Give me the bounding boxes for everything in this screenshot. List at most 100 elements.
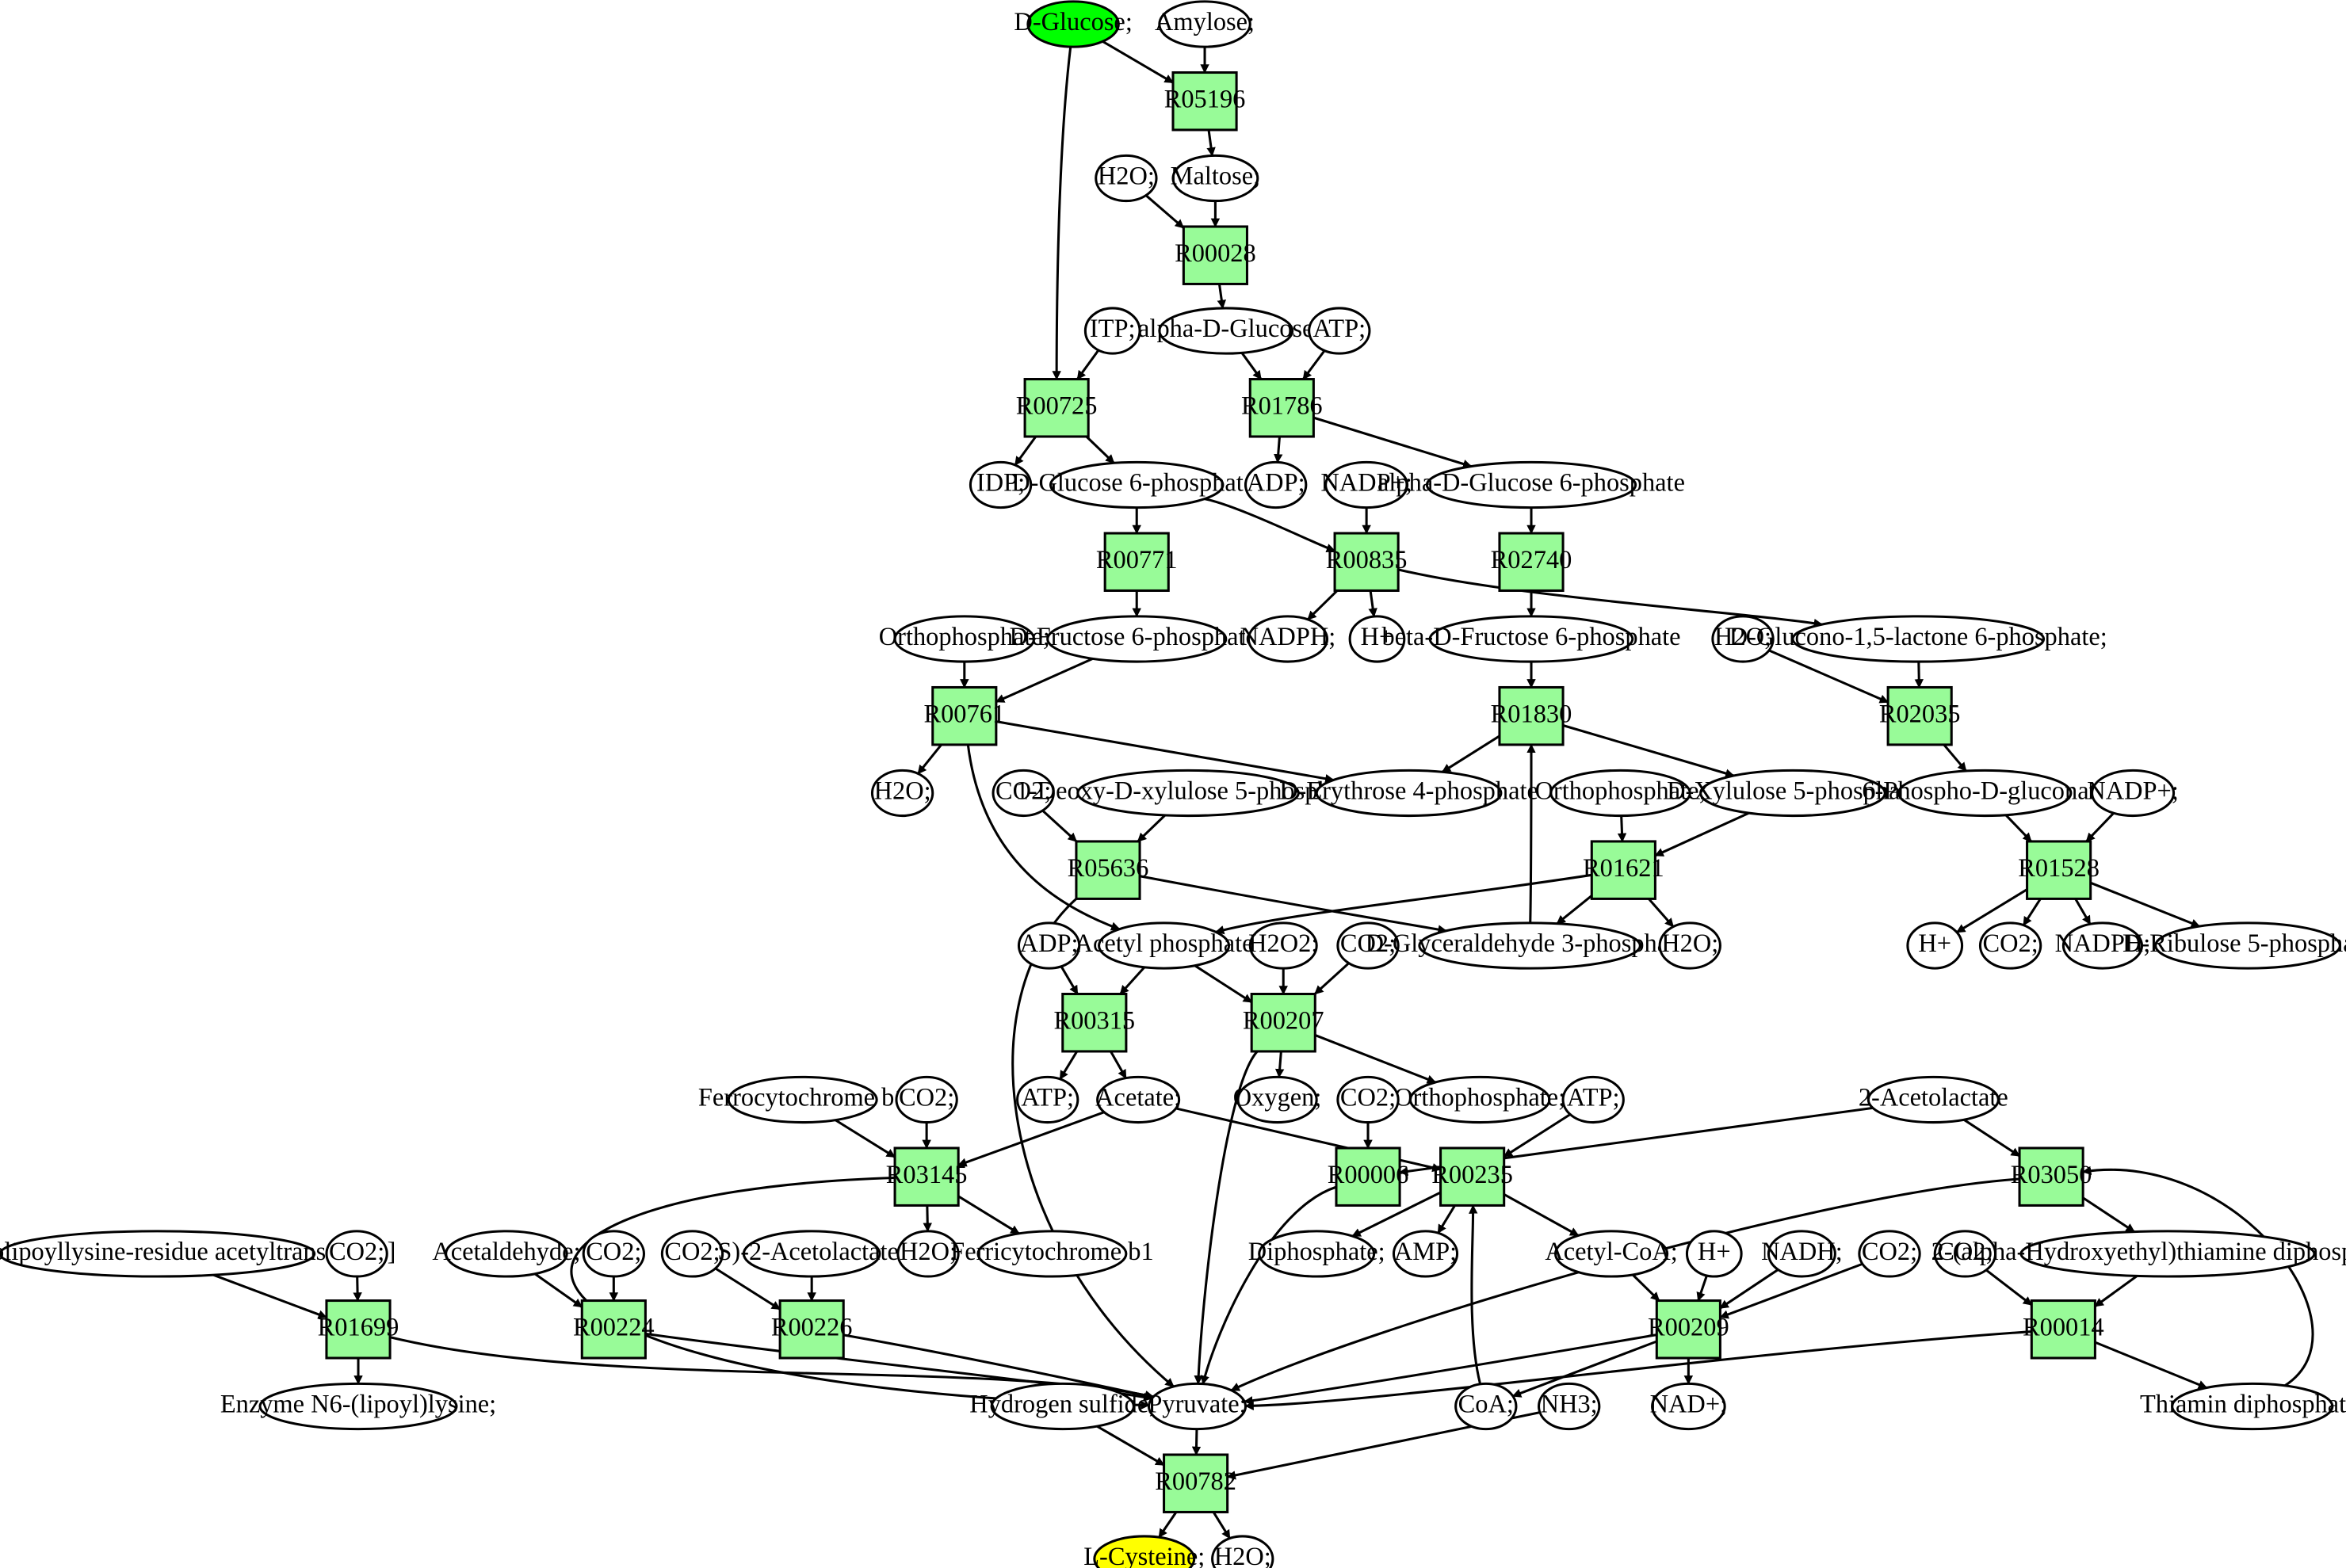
metabolite-node-co2_b: CO2; <box>1336 921 1400 970</box>
reaction-node-R00771: R00771 <box>1096 532 1178 592</box>
node-label: D-Erythrose 4-phosphate <box>1279 777 1538 806</box>
reaction-box <box>1248 378 1315 438</box>
reaction-box <box>1335 1146 1401 1207</box>
metabolite-ellipse <box>1096 1075 1181 1124</box>
reaction-node-R03145: R03145 <box>886 1146 967 1207</box>
node-label: Thiamin diphosphate; <box>2140 1391 2346 1419</box>
edge-itp-to-R00725 <box>1076 349 1100 380</box>
metabolite-node-atp_c: ATP; <box>1561 1075 1625 1124</box>
metabolite-node-glucose: D-Glucose; <box>1014 0 1133 48</box>
reaction-node-R02740: R02740 <box>1491 532 1572 592</box>
node-label: ATP; <box>1021 1084 1074 1112</box>
metabolite-node-itp: ITP; <box>1083 307 1141 355</box>
edge-R05636-to-pyruvate <box>1011 898 1175 1388</box>
edge-R01621-to-acetylp <box>1214 873 1592 935</box>
metabolite-node-hplus_c: H+ <box>1685 1230 1743 1278</box>
metabolite-node-h2o_d: H2O; <box>1658 921 1721 970</box>
metabolite-ellipse <box>1454 1382 1518 1431</box>
metabolite-ellipse <box>1083 307 1141 355</box>
edge-dg6p-to-R00835 <box>1204 498 1336 553</box>
metabolite-node-dr5p: D-Ribulose 5-phosphate <box>2122 921 2346 970</box>
metabolite-ellipse <box>1428 615 1634 663</box>
reaction-box <box>2026 840 2092 900</box>
node-label: R01699 <box>318 1313 399 1341</box>
node-label: CO2; <box>1862 1238 1917 1266</box>
node-label: Oxygen; <box>1233 1084 1322 1112</box>
metabolite-node-hplus_a: H+ <box>1348 615 1406 663</box>
metabolite-ellipse <box>1171 154 1259 203</box>
metabolite-ellipse <box>1858 1230 1921 1278</box>
edge-acetylp-to-R00207 <box>1194 964 1253 1004</box>
edge-R05636-to-dg3p <box>1139 875 1447 934</box>
metabolite-node-pyruvate: Pyruvate; <box>1147 1382 1248 1431</box>
edge-R00725-to-dg6p <box>1085 435 1115 464</box>
metabolite-node-pgluconate: 6-Phospho-D-gluconate <box>1862 769 2107 818</box>
metabolite-node-orthop_a: Orthophosphate; <box>879 615 1050 663</box>
edge-R00209-to-coa <box>1511 1340 1657 1398</box>
node-label: R05196 <box>1164 85 1246 113</box>
edge-hethyltdp-to-R00014 <box>2094 1275 2138 1307</box>
metabolite-node-co2_g: CO2; <box>582 1230 645 1278</box>
node-label: R00209 <box>1648 1313 1729 1341</box>
metabolite-node-adp_b: ADP; <box>1017 921 1081 970</box>
edge-co2_f-to-R01699 <box>353 1276 362 1302</box>
edge-R00207-to-pyruvate <box>1194 1050 1259 1385</box>
reaction-box <box>1061 992 1128 1053</box>
edge-R00235-to-acetylcoa <box>1503 1193 1580 1237</box>
node-label: alpha-D-Glucose 6-phosphate <box>1377 469 1685 498</box>
metabolite-node-ferrocyt: Ferrocytochrome b1 <box>698 1075 907 1124</box>
reaction-box <box>931 685 998 746</box>
metabolite-node-co2_j: CO2; <box>1933 1230 1997 1278</box>
reaction-box <box>1886 685 1953 746</box>
edge-glucose-to-R05196 <box>1102 40 1174 84</box>
edge-dihydrolip-to-R01699 <box>212 1273 328 1319</box>
node-label: Orthophosphate; <box>879 623 1050 651</box>
node-label: alpha-D-Glucose <box>1138 315 1313 343</box>
node-label: NADP+; <box>2087 777 2179 806</box>
metabolite-ellipse <box>1933 1230 1997 1278</box>
edge-R00006-to-pyruvate <box>1200 1185 1337 1385</box>
metabolite-ellipse <box>1049 460 1225 509</box>
node-label: H2O; <box>1714 623 1771 651</box>
metabolite-node-dg6p: D-Glucose 6-phosphate; <box>1011 460 1262 509</box>
edge-dx5p-to-R01621 <box>1654 811 1750 857</box>
edge-R00014-to-tdp <box>2094 1341 2208 1389</box>
reaction-box <box>1182 225 1248 285</box>
reaction-node-R00028: R00028 <box>1175 225 1256 285</box>
metabolite-ellipse <box>1244 460 1308 509</box>
metabolite-ellipse <box>1767 1230 1836 1278</box>
node-label: IDP; <box>976 469 1025 498</box>
metabolite-ellipse <box>1016 1075 1079 1124</box>
edge-R03145-to-ferricyt <box>957 1195 1020 1235</box>
node-label: 6-Phospho-D-gluconate <box>1862 777 2107 806</box>
metabolite-ellipse <box>870 769 934 818</box>
edge-R01528-to-dr5p <box>2090 881 2201 928</box>
node-label: R01621 <box>1583 854 1664 883</box>
metabolite-node-co2_a: CO2; <box>992 769 1055 818</box>
metabolite-node-acetylp: Acetyl phosphate <box>1075 921 1254 970</box>
node-label: Diphosphate; <box>1248 1238 1385 1266</box>
metabolite-node-orthop_b: Orthophosphate; <box>1535 769 1706 818</box>
reaction-box <box>1163 1453 1229 1513</box>
reaction-node-R00006: R00006 <box>1328 1146 1409 1207</box>
edge-adglucose-to-R01786 <box>1240 352 1263 380</box>
edge-R03050-to-pyruvate <box>1230 1177 2020 1392</box>
reaction-node-R00209: R00209 <box>1648 1299 1729 1360</box>
edge-dgl6p-to-R02035 <box>1914 662 1924 689</box>
metabolite-ellipse <box>258 1382 458 1431</box>
node-label: ATP; <box>1312 315 1366 343</box>
metabolite-ellipse <box>1699 769 1886 818</box>
edge-R00207-to-oxygen <box>1274 1051 1285 1078</box>
node-label: R01830 <box>1491 700 1572 728</box>
node-label: Orthophosphate; <box>1394 1084 1565 1112</box>
node-label: R02740 <box>1491 546 1572 574</box>
metabolite-ellipse <box>1248 921 1318 970</box>
metabolite-node-atp_a: ATP; <box>1308 307 1371 355</box>
metabolite-ellipse <box>1236 1075 1318 1124</box>
edge-co2_j-to-R00014 <box>1985 1269 2033 1307</box>
metabolite-node-h2o2: H2O2; <box>1248 921 1318 970</box>
node-label: CO2; <box>1982 929 2038 958</box>
reaction-node-R05196: R05196 <box>1164 71 1246 132</box>
node-label: R00006 <box>1328 1161 1409 1189</box>
